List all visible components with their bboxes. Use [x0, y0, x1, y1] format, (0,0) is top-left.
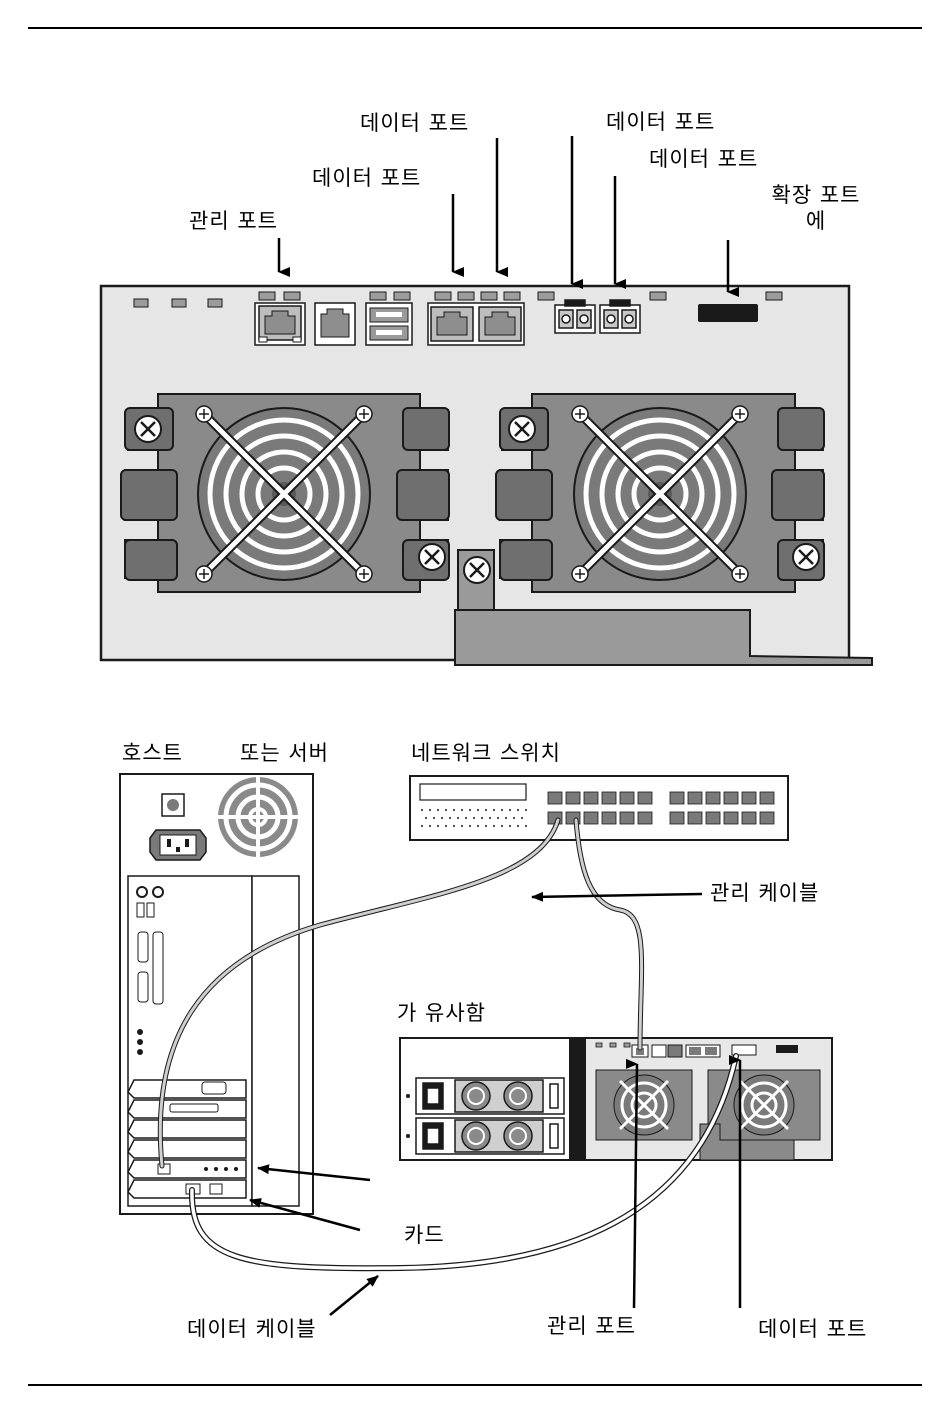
storage-enclosure [400, 1038, 832, 1160]
label-data-cable: 데이터 케이블 [187, 1316, 317, 1342]
label-mgmt-port-top: 관리 포트 [189, 208, 278, 234]
label-network-switch: 네트워크 스위치 [411, 740, 561, 766]
label-data-port-3: 데이터 포트 [606, 109, 715, 135]
label-data-port-2: 데이터 포트 [360, 110, 469, 136]
label-card: 카드 [404, 1222, 445, 1248]
label-host: 호스트 [122, 740, 183, 766]
label-data-port-4: 데이터 포트 [649, 146, 758, 172]
label-mgmt-port-bottom: 관리 포트 [547, 1313, 636, 1339]
label-expansion-port-line2: 에 [760, 208, 872, 234]
host-tower [120, 774, 313, 1214]
network-switch [410, 776, 788, 840]
label-data-port-1: 데이터 포트 [312, 165, 421, 191]
label-enclosure: 가 유사함 [397, 1000, 486, 1026]
label-data-port-bottom: 데이터 포트 [758, 1316, 867, 1342]
label-expansion-port: 확장 포트 에 [760, 182, 872, 234]
label-expansion-port-line1: 확장 포트 [760, 182, 872, 208]
fan-module-right [496, 394, 824, 592]
label-mgmt-cable: 관리 케이블 [710, 880, 819, 906]
label-or-server: 또는 서버 [240, 740, 329, 766]
fan-module-left [121, 394, 449, 592]
